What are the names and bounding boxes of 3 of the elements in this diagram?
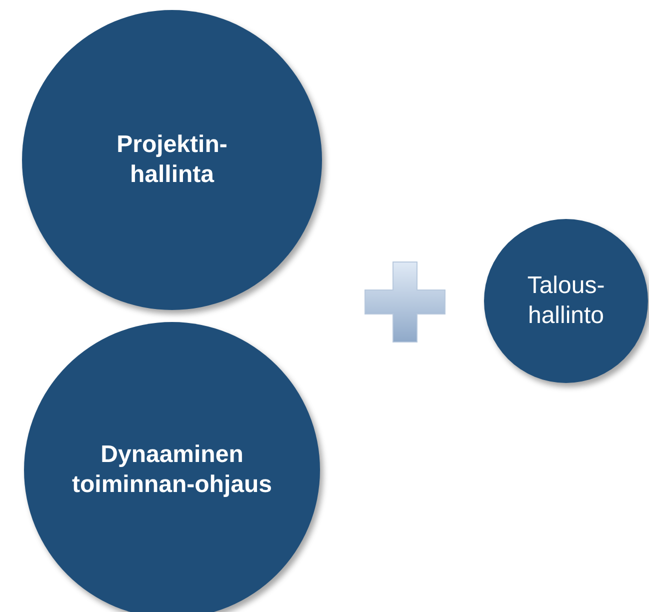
node-label: Dynaaminen toiminnan-ohjaus [71, 440, 273, 500]
node-label: Projektin-hallinta [116, 130, 228, 190]
node-label: Talous-hallinto [526, 271, 606, 331]
